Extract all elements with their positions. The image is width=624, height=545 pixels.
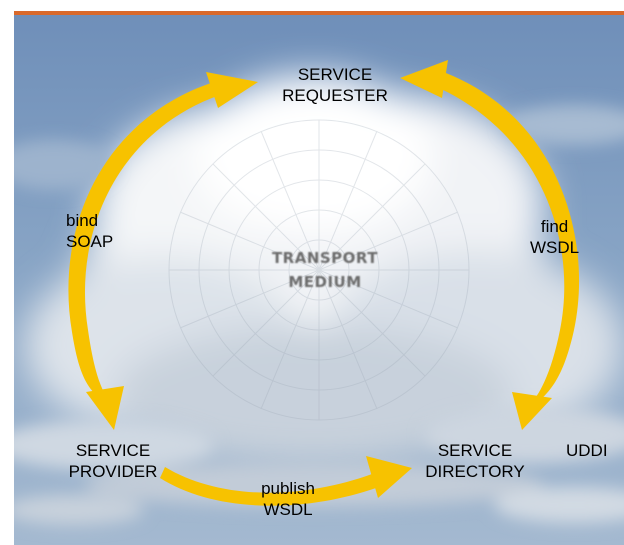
publish-line-1: publish <box>261 479 315 498</box>
bind-arrowhead-bottom <box>86 386 124 430</box>
requester-line-1: SERVICE <box>297 65 373 84</box>
directory-line-2: DIRECTORY <box>425 462 525 481</box>
directory-line-1: SERVICE <box>437 441 513 460</box>
service-directory-node: SERVICE DIRECTORY <box>410 440 540 482</box>
provider-line-2: PROVIDER <box>68 462 158 481</box>
find-line-2: WSDL <box>530 238 580 257</box>
find-line-1: find <box>540 217 569 236</box>
find-arrowhead-bottom <box>512 392 552 430</box>
publish-arrow <box>160 456 412 506</box>
requester-line-2: REQUESTER <box>282 86 388 105</box>
lower-clouds <box>14 105 624 525</box>
polar-grid <box>168 119 470 421</box>
publish-wsdl-label: publish WSDL <box>248 478 328 520</box>
service-requester-node: SERVICE REQUESTER <box>270 64 400 106</box>
provider-line-1: SERVICE <box>75 441 151 460</box>
bind-arrowhead-top <box>206 72 258 108</box>
top-rule <box>14 11 624 15</box>
bind-soap-label: bind SOAP <box>66 210 113 252</box>
find-arrow <box>400 60 580 430</box>
find-arrowhead-top <box>400 60 448 98</box>
center-line-2: MEDIUM <box>288 273 362 291</box>
center-line-1: TRANSPORT <box>271 249 379 267</box>
bind-line-2: SOAP <box>66 232 114 251</box>
publish-arrowhead <box>366 456 412 498</box>
bind-arrow <box>68 72 258 430</box>
transport-medium-label: TRANSPORT MEDIUM <box>240 246 410 294</box>
uddi-label: UDDI <box>566 441 608 460</box>
publish-line-2: WSDL <box>263 500 313 519</box>
service-provider-node: SERVICE PROVIDER <box>48 440 178 482</box>
find-wsdl-label: find WSDL <box>530 216 579 258</box>
bind-line-1: bind <box>66 211 99 230</box>
